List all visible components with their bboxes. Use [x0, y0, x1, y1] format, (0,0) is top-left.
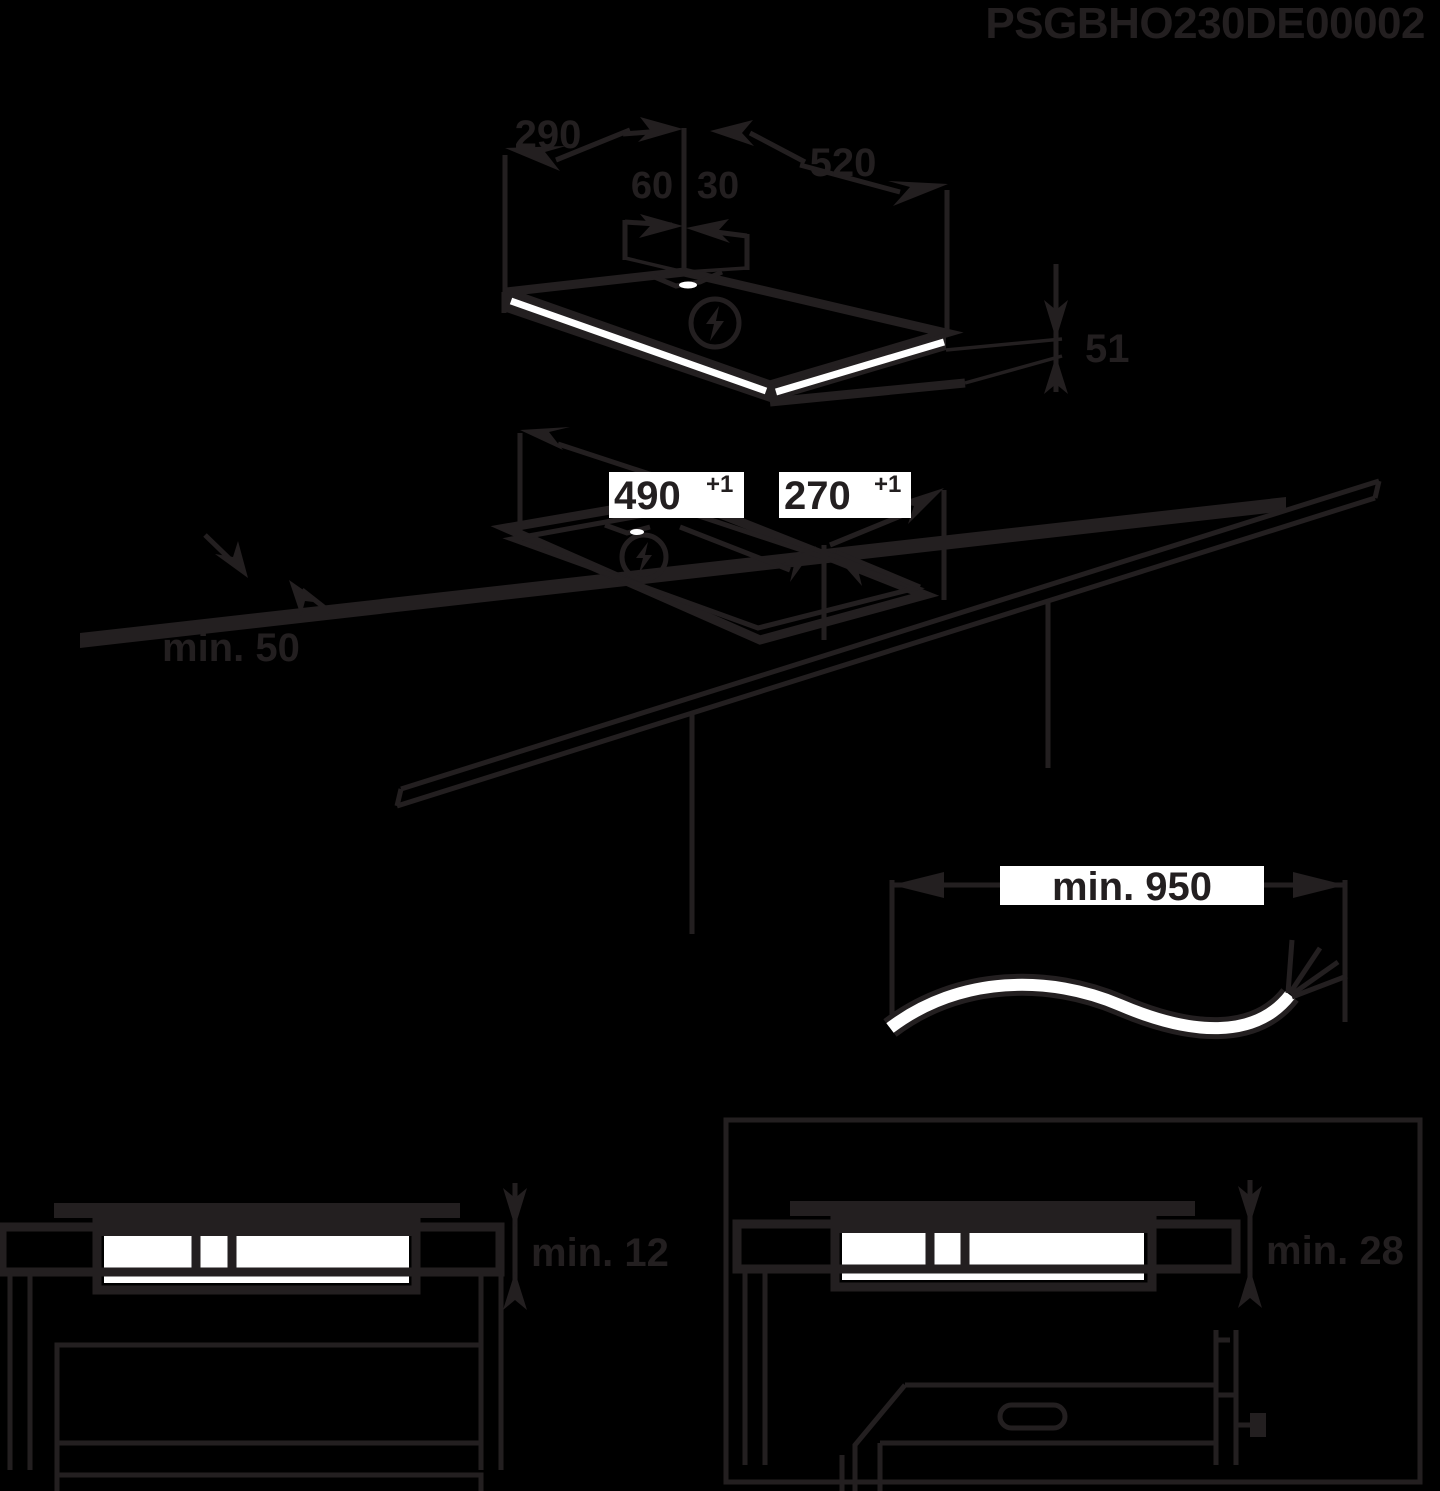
lightning-bolt-icon — [688, 296, 742, 350]
dim-min28-arrows — [1238, 1180, 1262, 1308]
dim-min950-bracket — [889, 866, 1348, 1022]
dim-min50-label: min. 50 — [162, 626, 300, 670]
section-right-hob — [790, 1201, 1195, 1292]
dim-490-label: 490 — [614, 474, 681, 518]
dim-51-label: 51 — [1085, 327, 1130, 371]
dim-min12-label: min. 12 — [531, 1231, 669, 1275]
section-left-hob — [54, 1203, 460, 1295]
oven-handle — [997, 1402, 1068, 1431]
dim-290-label: 290 — [515, 113, 582, 157]
dim-520-leader — [710, 120, 950, 335]
dim-min12-arrows — [503, 1183, 527, 1310]
dim-60-label: 60 — [631, 165, 673, 207]
dim-30-group — [685, 219, 750, 274]
worktop-front-edge — [394, 478, 1382, 809]
dim-30-label: 30 — [697, 165, 739, 207]
dim-51-group — [945, 264, 1068, 394]
dim-520-label: 520 — [810, 141, 877, 185]
lightning-bolt-icon-cutout — [619, 532, 669, 582]
supply-cable — [883, 973, 1299, 1040]
dim-270-label-group: 270 +1 — [779, 471, 911, 518]
hob-control-mark — [651, 269, 724, 289]
dim-min50-arrows — [203, 533, 332, 616]
dim-490-tolerance: +1 — [706, 471, 733, 498]
dim-min28-label: min. 28 — [1266, 1229, 1404, 1273]
dim-270-tolerance: +1 — [874, 471, 901, 498]
dim-270-label: 270 — [784, 474, 851, 518]
dim-290-arrow-inner — [622, 117, 683, 142]
dim-270-group — [829, 488, 947, 600]
cutout-control-mark — [604, 522, 651, 536]
section-right-frame — [723, 1117, 1423, 1485]
dim-min950-label: min. 950 — [1052, 865, 1212, 909]
dim-490-group — [517, 427, 827, 640]
section-left-cabinet — [7, 1272, 504, 1491]
section-right-cabinet — [742, 1269, 1239, 1465]
dim-490-label-group: 490 +1 — [609, 471, 744, 518]
dim-290-leader — [502, 127, 631, 296]
section-right-oven — [839, 1337, 1266, 1491]
section-right-worktop — [732, 1219, 1241, 1274]
drawing-title: PSGBHO230DE00002 — [985, 0, 1425, 48]
worktop-back-edge — [80, 497, 1286, 648]
hob-body — [501, 267, 966, 407]
cable-wire-ends — [1285, 939, 1348, 1000]
